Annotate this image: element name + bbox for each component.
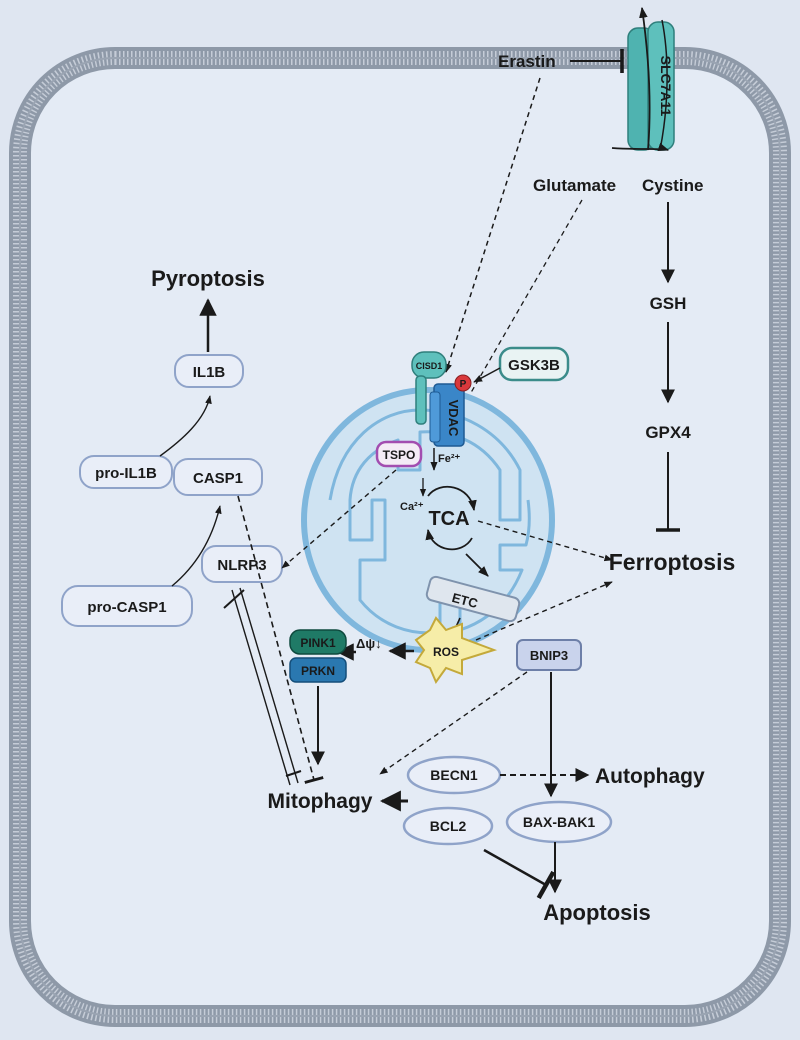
ros-to-ferroptosis-arrow — [475, 581, 613, 641]
gpx4-label: GPX4 — [645, 423, 691, 442]
p-label: P — [460, 379, 467, 390]
etc-node: ETC — [425, 575, 521, 623]
bax-bak1-label: BAX-BAK1 — [523, 814, 596, 830]
tspo-label: TSPO — [383, 448, 416, 462]
nlrp3-mitophagy-line-b — [239, 587, 299, 784]
delta-psi-label: Δψ↓ — [356, 636, 382, 651]
pro-casp1-to-casp1-arrow — [171, 505, 222, 587]
pro-casp1-label: pro-CASP1 — [87, 599, 166, 616]
bnip3-node: BNIP3 — [516, 639, 582, 671]
nlrp3-inhibit-bar — [223, 589, 245, 609]
gsk3b-to-vdac-arrow — [473, 367, 501, 383]
autophagy-label: Autophagy — [595, 765, 705, 788]
tca-cycle: TCA — [425, 486, 477, 551]
casp1-inhibit-mitophagy — [237, 495, 324, 784]
pro-il1b-to-il1b-arrow — [159, 395, 212, 457]
gsk3b-node: GSK3B — [498, 346, 570, 382]
pink1-label: PINK1 — [300, 636, 336, 650]
apoptosis-label: Apoptosis — [543, 900, 651, 925]
erastin-to-vdac-arrow — [445, 77, 541, 373]
tca-label: TCA — [428, 508, 469, 530]
erastin-label: Erastin — [498, 52, 556, 71]
nlrp3-label: NLRP3 — [217, 557, 266, 574]
ca-label: Ca²⁺ — [400, 501, 424, 513]
cisd1-protein: CISD1 — [411, 351, 447, 425]
tspo-node: TSPO — [375, 440, 423, 468]
ferroptosis-label: Ferroptosis — [609, 549, 736, 575]
fe-label: Fe²⁺ — [438, 453, 461, 465]
slc7a11-label: SLC7A11 — [658, 56, 674, 117]
etc-label: ETC — [450, 590, 480, 611]
pyroptosis-label: Pyroptosis — [151, 266, 265, 291]
phosphorylation-marker: P — [454, 374, 472, 392]
casp1-label: CASP1 — [193, 470, 243, 487]
il1b-node: IL1B — [174, 354, 244, 388]
tspo-to-nlrp3-arrow — [281, 469, 397, 569]
pink1-node: PINK1 — [289, 629, 347, 655]
bax-bak1-node: BAX-BAK1 — [505, 800, 613, 844]
casp1-node: CASP1 — [173, 458, 263, 496]
becn1-label: BECN1 — [430, 767, 478, 783]
vdac-label: VDAC — [446, 400, 461, 437]
bnip3-label: BNIP3 — [530, 648, 568, 663]
gsk3b-label: GSK3B — [508, 357, 560, 374]
pro-il1b-node: pro-IL1B — [79, 455, 173, 489]
bnip3-to-mitophagy-arrow — [379, 671, 528, 775]
gsh-label: GSH — [650, 294, 687, 313]
pro-il1b-label: pro-IL1B — [95, 465, 157, 482]
il1b-label: IL1B — [193, 364, 226, 381]
bcl2-inhibit-apoptosis — [483, 848, 556, 900]
glutamate-label: Glutamate — [533, 176, 616, 195]
ros-node: ROS — [414, 616, 498, 685]
prkn-label: PRKN — [301, 664, 335, 678]
bcl2-node: BCL2 — [402, 806, 494, 846]
bcl2-label: BCL2 — [430, 818, 467, 834]
cisd1-label: CISD1 — [416, 361, 443, 371]
becn1-node: BECN1 — [406, 755, 502, 795]
ros-label: ROS — [433, 645, 459, 659]
slc7a11-transporter: SLC7A11 — [611, 6, 675, 152]
cystine-label: Cystine — [642, 176, 703, 195]
mitophagy-label: Mitophagy — [268, 790, 373, 813]
vdac-protein: VDAC — [429, 383, 465, 447]
nlrp3-mitophagy-line-a — [231, 589, 291, 786]
nlrp3-node: NLRP3 — [201, 545, 283, 583]
prkn-node: PRKN — [289, 657, 347, 683]
pro-casp1-node: pro-CASP1 — [61, 585, 193, 627]
